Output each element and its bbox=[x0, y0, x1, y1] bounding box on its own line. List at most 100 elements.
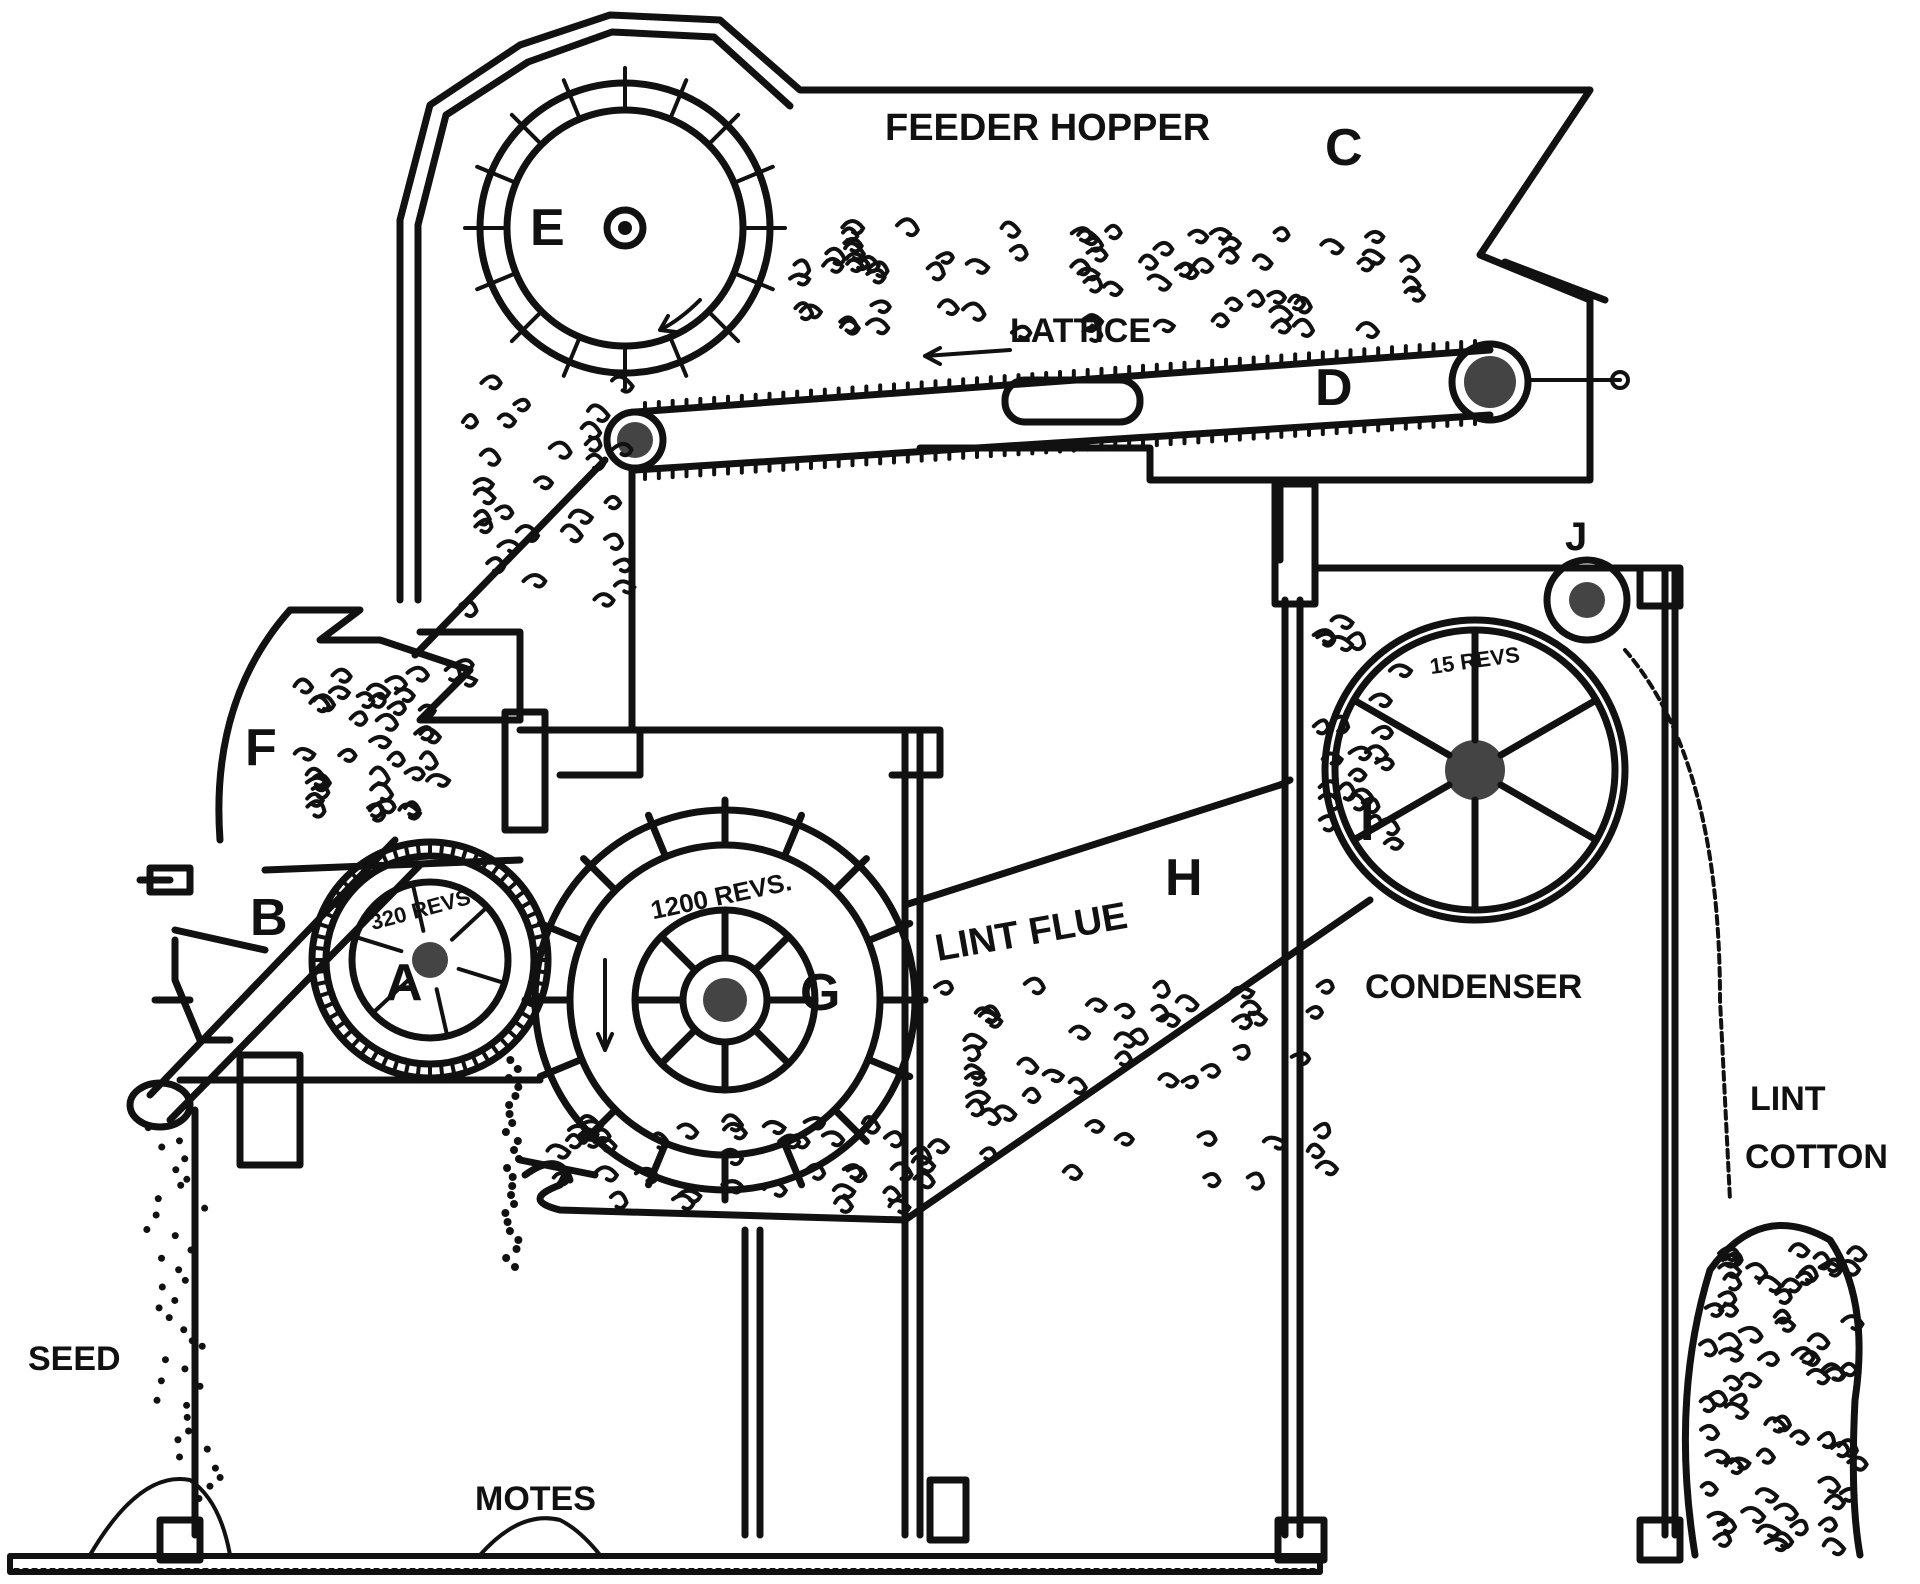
fluff-stroke bbox=[1232, 1043, 1251, 1061]
fluff-stroke bbox=[547, 440, 573, 460]
brush-bristle bbox=[780, 1139, 806, 1189]
seed-dot bbox=[216, 1474, 224, 1482]
seed-dot bbox=[188, 1337, 196, 1345]
fluff-stroke bbox=[1757, 1274, 1784, 1294]
saw-spoke bbox=[450, 904, 490, 942]
fluff-stroke bbox=[1757, 1350, 1781, 1367]
saw-tooth bbox=[489, 1042, 502, 1058]
saw-tooth bbox=[315, 990, 334, 999]
label-j: J bbox=[1565, 515, 1587, 559]
mote-dot bbox=[505, 1101, 514, 1109]
seed-dot bbox=[181, 1276, 189, 1284]
fluff-stroke bbox=[977, 1009, 1004, 1029]
mote-dot bbox=[501, 1128, 510, 1136]
fluff-stroke bbox=[1790, 1346, 1816, 1365]
saw-tooth bbox=[497, 870, 511, 885]
fluff-stroke bbox=[1717, 1302, 1740, 1318]
seed-dot bbox=[183, 1175, 191, 1183]
saw-tooth bbox=[403, 1059, 411, 1078]
drum-pin bbox=[732, 164, 775, 185]
fluff-stroke bbox=[386, 700, 408, 717]
brush-spoke bbox=[657, 1026, 699, 1068]
fluff-stroke bbox=[1251, 253, 1274, 271]
seed-dot bbox=[181, 1155, 189, 1163]
saw-tooth bbox=[505, 879, 520, 893]
seed-dot bbox=[176, 1453, 184, 1461]
fluff-stroke bbox=[337, 747, 358, 763]
fluff-stroke bbox=[925, 261, 946, 282]
fluff-stroke bbox=[1231, 1013, 1254, 1031]
fluff-stroke bbox=[1846, 1245, 1868, 1263]
fluff-stroke bbox=[1313, 1121, 1332, 1140]
fluff-stroke bbox=[1272, 226, 1291, 243]
drum-pin bbox=[668, 335, 689, 378]
fluff-stroke bbox=[1717, 1261, 1743, 1279]
fluff-stroke bbox=[1820, 1362, 1846, 1382]
fluff-stroke bbox=[1368, 692, 1394, 709]
drum-pin bbox=[475, 271, 518, 292]
fluff-stroke bbox=[1138, 253, 1160, 271]
saw-tooth bbox=[391, 845, 400, 864]
seed-dot bbox=[153, 1396, 161, 1404]
fluff-stroke bbox=[1806, 1332, 1831, 1351]
fluff-stroke bbox=[533, 475, 555, 491]
brush-spoke bbox=[751, 932, 793, 974]
fluff-stroke bbox=[1152, 240, 1175, 257]
saw-spoke bbox=[353, 934, 404, 954]
fluff-stroke bbox=[1329, 614, 1356, 630]
seed-dot bbox=[211, 1464, 219, 1472]
fluff-stroke bbox=[860, 254, 881, 274]
fluff-stroke bbox=[1755, 1523, 1782, 1539]
fluff-stroke bbox=[1157, 1012, 1182, 1028]
condenser-spoke bbox=[1497, 781, 1600, 844]
fluff-stroke bbox=[721, 1113, 745, 1133]
fluff-stroke bbox=[579, 420, 603, 441]
saw-spoke bbox=[370, 978, 410, 1016]
saw-spoke bbox=[456, 966, 507, 986]
mote-dot bbox=[510, 1263, 519, 1271]
label-lint: LINT bbox=[1750, 1080, 1826, 1118]
drum-pin bbox=[509, 112, 544, 147]
fluff-stroke bbox=[608, 1190, 629, 1210]
fluff-stroke bbox=[1816, 1431, 1837, 1450]
fluff-stroke bbox=[551, 1171, 572, 1187]
fluff-stroke bbox=[1337, 781, 1358, 802]
feeder-drum-arrow bbox=[658, 298, 702, 334]
saw-tooth bbox=[523, 910, 540, 920]
saw-tooth bbox=[518, 1010, 535, 1021]
fluff-stroke bbox=[1082, 274, 1104, 294]
fluff-stroke bbox=[496, 539, 522, 555]
fluff-stroke bbox=[311, 772, 333, 791]
saw-tooth bbox=[449, 842, 457, 861]
fluff-stroke bbox=[1221, 236, 1243, 251]
fluff-stroke bbox=[1740, 1505, 1767, 1525]
mote-dot bbox=[504, 1074, 513, 1082]
drum-pin bbox=[668, 78, 689, 121]
lattice-teeth bbox=[643, 339, 1477, 481]
saw-tooth bbox=[340, 879, 355, 893]
fluff-stroke bbox=[292, 677, 315, 695]
fluff-stroke bbox=[1200, 1063, 1222, 1079]
feeder-drum-pins bbox=[463, 66, 787, 390]
saw-tooth bbox=[358, 1042, 371, 1058]
fluff-stroke bbox=[366, 682, 392, 701]
saw-tooth bbox=[512, 1019, 528, 1032]
condenser-spoke bbox=[1350, 781, 1453, 844]
fluff-stroke bbox=[798, 303, 824, 320]
fluff-stroke bbox=[981, 1004, 1002, 1023]
label-c: C bbox=[1325, 119, 1363, 177]
seed-dot bbox=[171, 1296, 179, 1304]
fluff-stroke bbox=[889, 1161, 914, 1183]
fluff-stroke bbox=[330, 667, 353, 684]
brush-bristle bbox=[831, 855, 870, 894]
fluff-stroke bbox=[1174, 994, 1200, 1013]
fluff-stroke bbox=[1311, 718, 1331, 736]
seed-dot bbox=[155, 1304, 163, 1312]
fluff-stroke bbox=[1789, 1518, 1809, 1537]
fluff-stroke bbox=[1371, 724, 1395, 741]
fluff-stroke bbox=[784, 1133, 811, 1150]
fluff-stroke bbox=[367, 691, 387, 709]
motes-pile bbox=[478, 1516, 602, 1557]
label-320-revs: 320 REVS bbox=[367, 884, 473, 935]
